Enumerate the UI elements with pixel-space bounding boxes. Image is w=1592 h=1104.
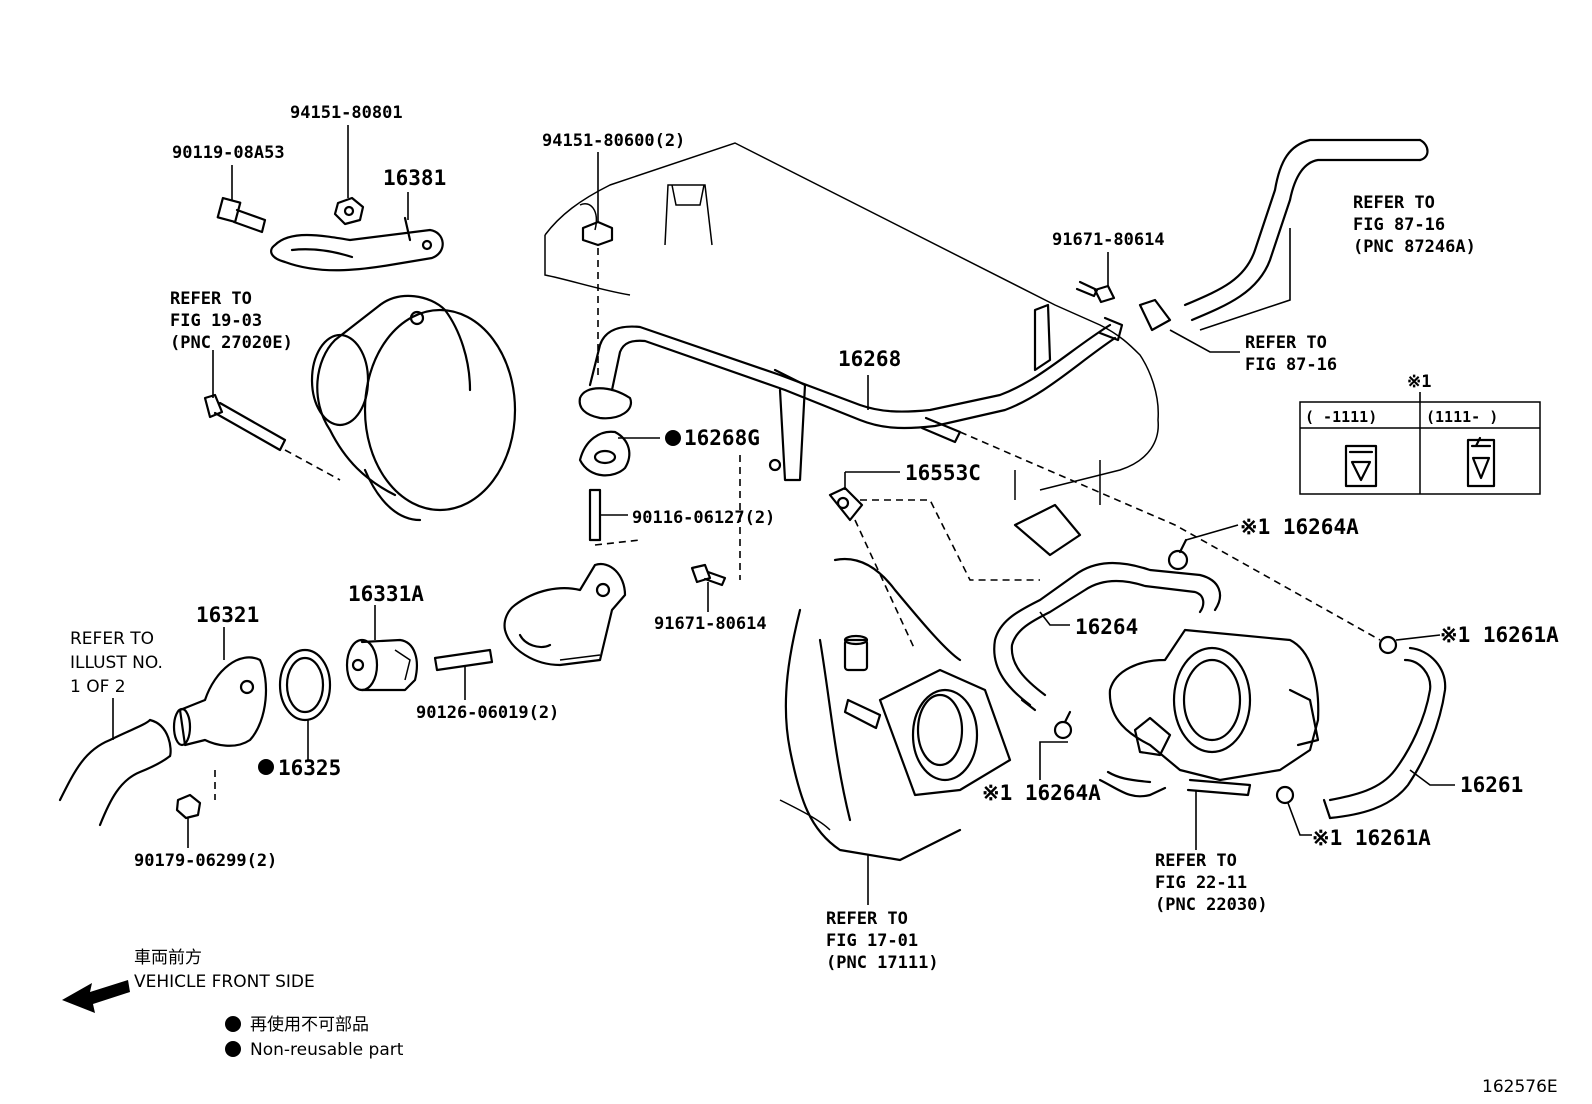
clamp-16261A-top [1378,635,1398,655]
front-label-en: VEHICLE FRONT SIDE [134,972,315,992]
throttle-body [1108,628,1320,797]
refer-fig-87-16-b-l1: REFER TO [1245,333,1327,353]
nut-94151-80801 [333,196,365,226]
non-reusable-marker [258,759,274,775]
refer-fig-19-03-l1: REFER TO [170,289,252,309]
label-16264: 16264 [1075,615,1138,639]
label-90179-06299: 90179-06299(2) [134,851,277,871]
non-reusable-marker [665,430,681,446]
clamp-16264A-bottom [1053,710,1073,740]
front-arrow-icon [62,980,130,1013]
refer-fig-19-03-l3: (PNC 27020E) [170,333,293,353]
label-16264A-bottom: ※1 16264A [982,781,1101,805]
refer-fig-22-11-l2: FIG 22-11 [1155,873,1247,893]
label-16268: 16268 [838,347,901,371]
stud-90116 [588,488,641,546]
legend: 車両前方 VEHICLE FRONT SIDE 再使用不可部品 Non-reus… [62,948,404,1060]
label-16381: 16381 [383,166,446,190]
label-16331A: 16331A [348,582,424,606]
bolt-91671-a [690,455,741,587]
table-col1: ( -1111) [1305,408,1377,426]
refer-fig-87-16-b-l2: FIG 87-16 [1245,355,1337,375]
refer-fig-87-16-a-l3: (PNC 87246A) [1353,237,1476,257]
dashed-connectors [214,431,1381,800]
bolt-90119 [216,196,267,234]
clamp-type-a-icon [1344,444,1378,488]
label-16261A-bottom: ※1 16261A [1312,826,1431,850]
clamp-16264A-top [1167,538,1189,571]
label-16261: 16261 [1460,773,1523,797]
clamp-type-b-icon [1466,436,1496,488]
stud-90126 [433,648,494,672]
refer-fig-87-16-a-l1: REFER TO [1353,193,1435,213]
label-16321: 16321 [196,603,259,627]
nonreuse-label-en: Non-reusable part [250,1040,404,1060]
leader-lines [112,125,1455,905]
water-inlet-16321 [172,656,268,747]
refer-illust-l2: ILLUST NO. [70,653,163,673]
refer-fig-17-01-l3: (PNC 17111) [826,953,939,973]
label-94151-80801: 94151-80801 [290,103,403,123]
label-16268G: 16268G [684,426,760,450]
front-label-jp: 車両前方 [134,948,202,968]
applicability-table: ※1 ( -1111) (1111- ) [1299,372,1541,495]
refer-fig-22-11-l3: (PNC 22030) [1155,895,1268,915]
label-91671-80614-b: 91671-80614 [1052,230,1165,250]
bracket-16381 [270,216,444,272]
label-90126-06019: 90126-06019(2) [416,703,559,723]
bolt-91671-b [1075,280,1116,304]
pump-assembly [310,294,517,522]
hose-16264 [993,503,1222,712]
label-94151-80600: 94151-80600(2) [542,131,685,151]
hose-16261 [1098,646,1447,820]
refer-illust-l3: 1 OF 2 [70,677,126,697]
pipe-16268 [578,303,1124,482]
hose-87246A [1138,138,1429,332]
refer-fig-22-11-l1: REFER TO [1155,851,1237,871]
label-16264A-top: ※1 16264A [1240,515,1359,539]
label-16261A-top: ※1 16261A [1440,623,1559,647]
long-bolt [203,393,341,481]
radiator-hose [58,718,172,827]
gasket-16325 [278,648,332,722]
figure-id: 162576E [1482,1077,1558,1097]
refer-fig-17-01-l2: FIG 17-01 [826,931,918,951]
table-title: ※1 [1407,372,1431,392]
nut-90179 [175,793,202,820]
thermostat-16331A [345,638,418,692]
label-16553C: 16553C [905,461,981,485]
intake-manifold [779,557,1012,862]
label-16325: 16325 [278,756,341,780]
refer-fig-19-03-l2: FIG 19-03 [170,311,262,331]
labels: 94151-80801 90119-08A53 16381 94151-8060… [70,103,1559,1097]
label-91671-80614-a: 91671-80614 [654,614,767,634]
non-reusable-dot-icon [225,1041,241,1057]
nonreuse-label-jp: 再使用不可部品 [250,1014,369,1035]
refer-illust-l1: REFER TO [70,629,154,649]
refer-fig-87-16-a-l2: FIG 87-16 [1353,215,1445,235]
label-90119-08A53: 90119-08A53 [172,143,285,163]
clamp-16261A-bottom [1275,785,1295,805]
nut-94151-80600 [581,220,614,380]
table-col2: (1111- ) [1426,408,1498,426]
gasket-16268G [578,430,631,477]
label-90116-06127: 90116-06127(2) [632,508,775,528]
water-outlet [503,562,627,667]
engine-outline [544,142,1159,505]
non-reusable-dot-icon [225,1016,241,1032]
clip-16553C [828,486,864,522]
refer-fig-17-01-l1: REFER TO [826,909,908,929]
